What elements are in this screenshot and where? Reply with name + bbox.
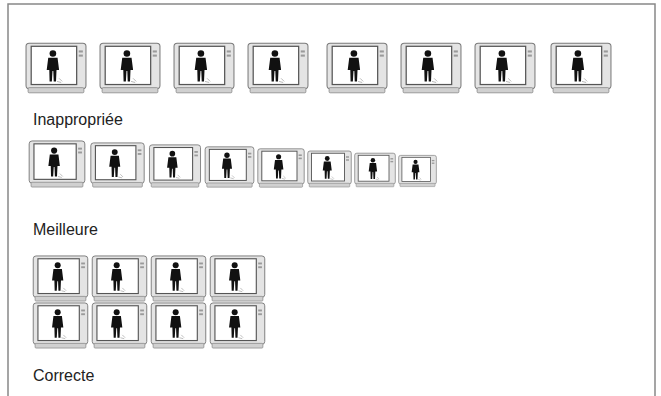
tv-monitor — [92, 256, 147, 301]
tv-monitor — [92, 303, 147, 348]
tv-monitor — [551, 43, 611, 93]
row-label: Inappropriée — [33, 110, 123, 129]
tv-monitor — [26, 43, 86, 93]
tv-row-inappropriate — [26, 43, 611, 93]
tv-monitor — [33, 256, 88, 301]
tv-monitor — [210, 303, 265, 348]
tv-monitor — [205, 147, 254, 187]
tv-monitor — [258, 149, 304, 187]
tv-monitor — [149, 145, 200, 187]
tv-monitor — [248, 43, 308, 93]
tv-monitor — [475, 43, 535, 93]
tv-monitor — [210, 256, 265, 301]
row-label: Correcte — [33, 366, 94, 385]
tv-monitor — [355, 153, 396, 187]
tv-monitor — [174, 43, 234, 93]
tv-row-better — [29, 141, 436, 187]
tv-monitor — [151, 303, 206, 348]
tv-monitor — [33, 303, 88, 348]
frame — [8, 4, 655, 396]
tv-monitor — [401, 43, 461, 93]
tv-monitor — [308, 151, 352, 187]
tv-monitor — [91, 143, 144, 187]
tv-monitor — [29, 141, 85, 187]
tv-monitor — [100, 43, 160, 93]
tv-monitor — [327, 43, 387, 93]
tv-monitor — [399, 155, 437, 186]
tv-monitor — [151, 256, 206, 301]
tv-wall-correct — [33, 256, 265, 348]
row-label: Meilleure — [33, 220, 98, 239]
